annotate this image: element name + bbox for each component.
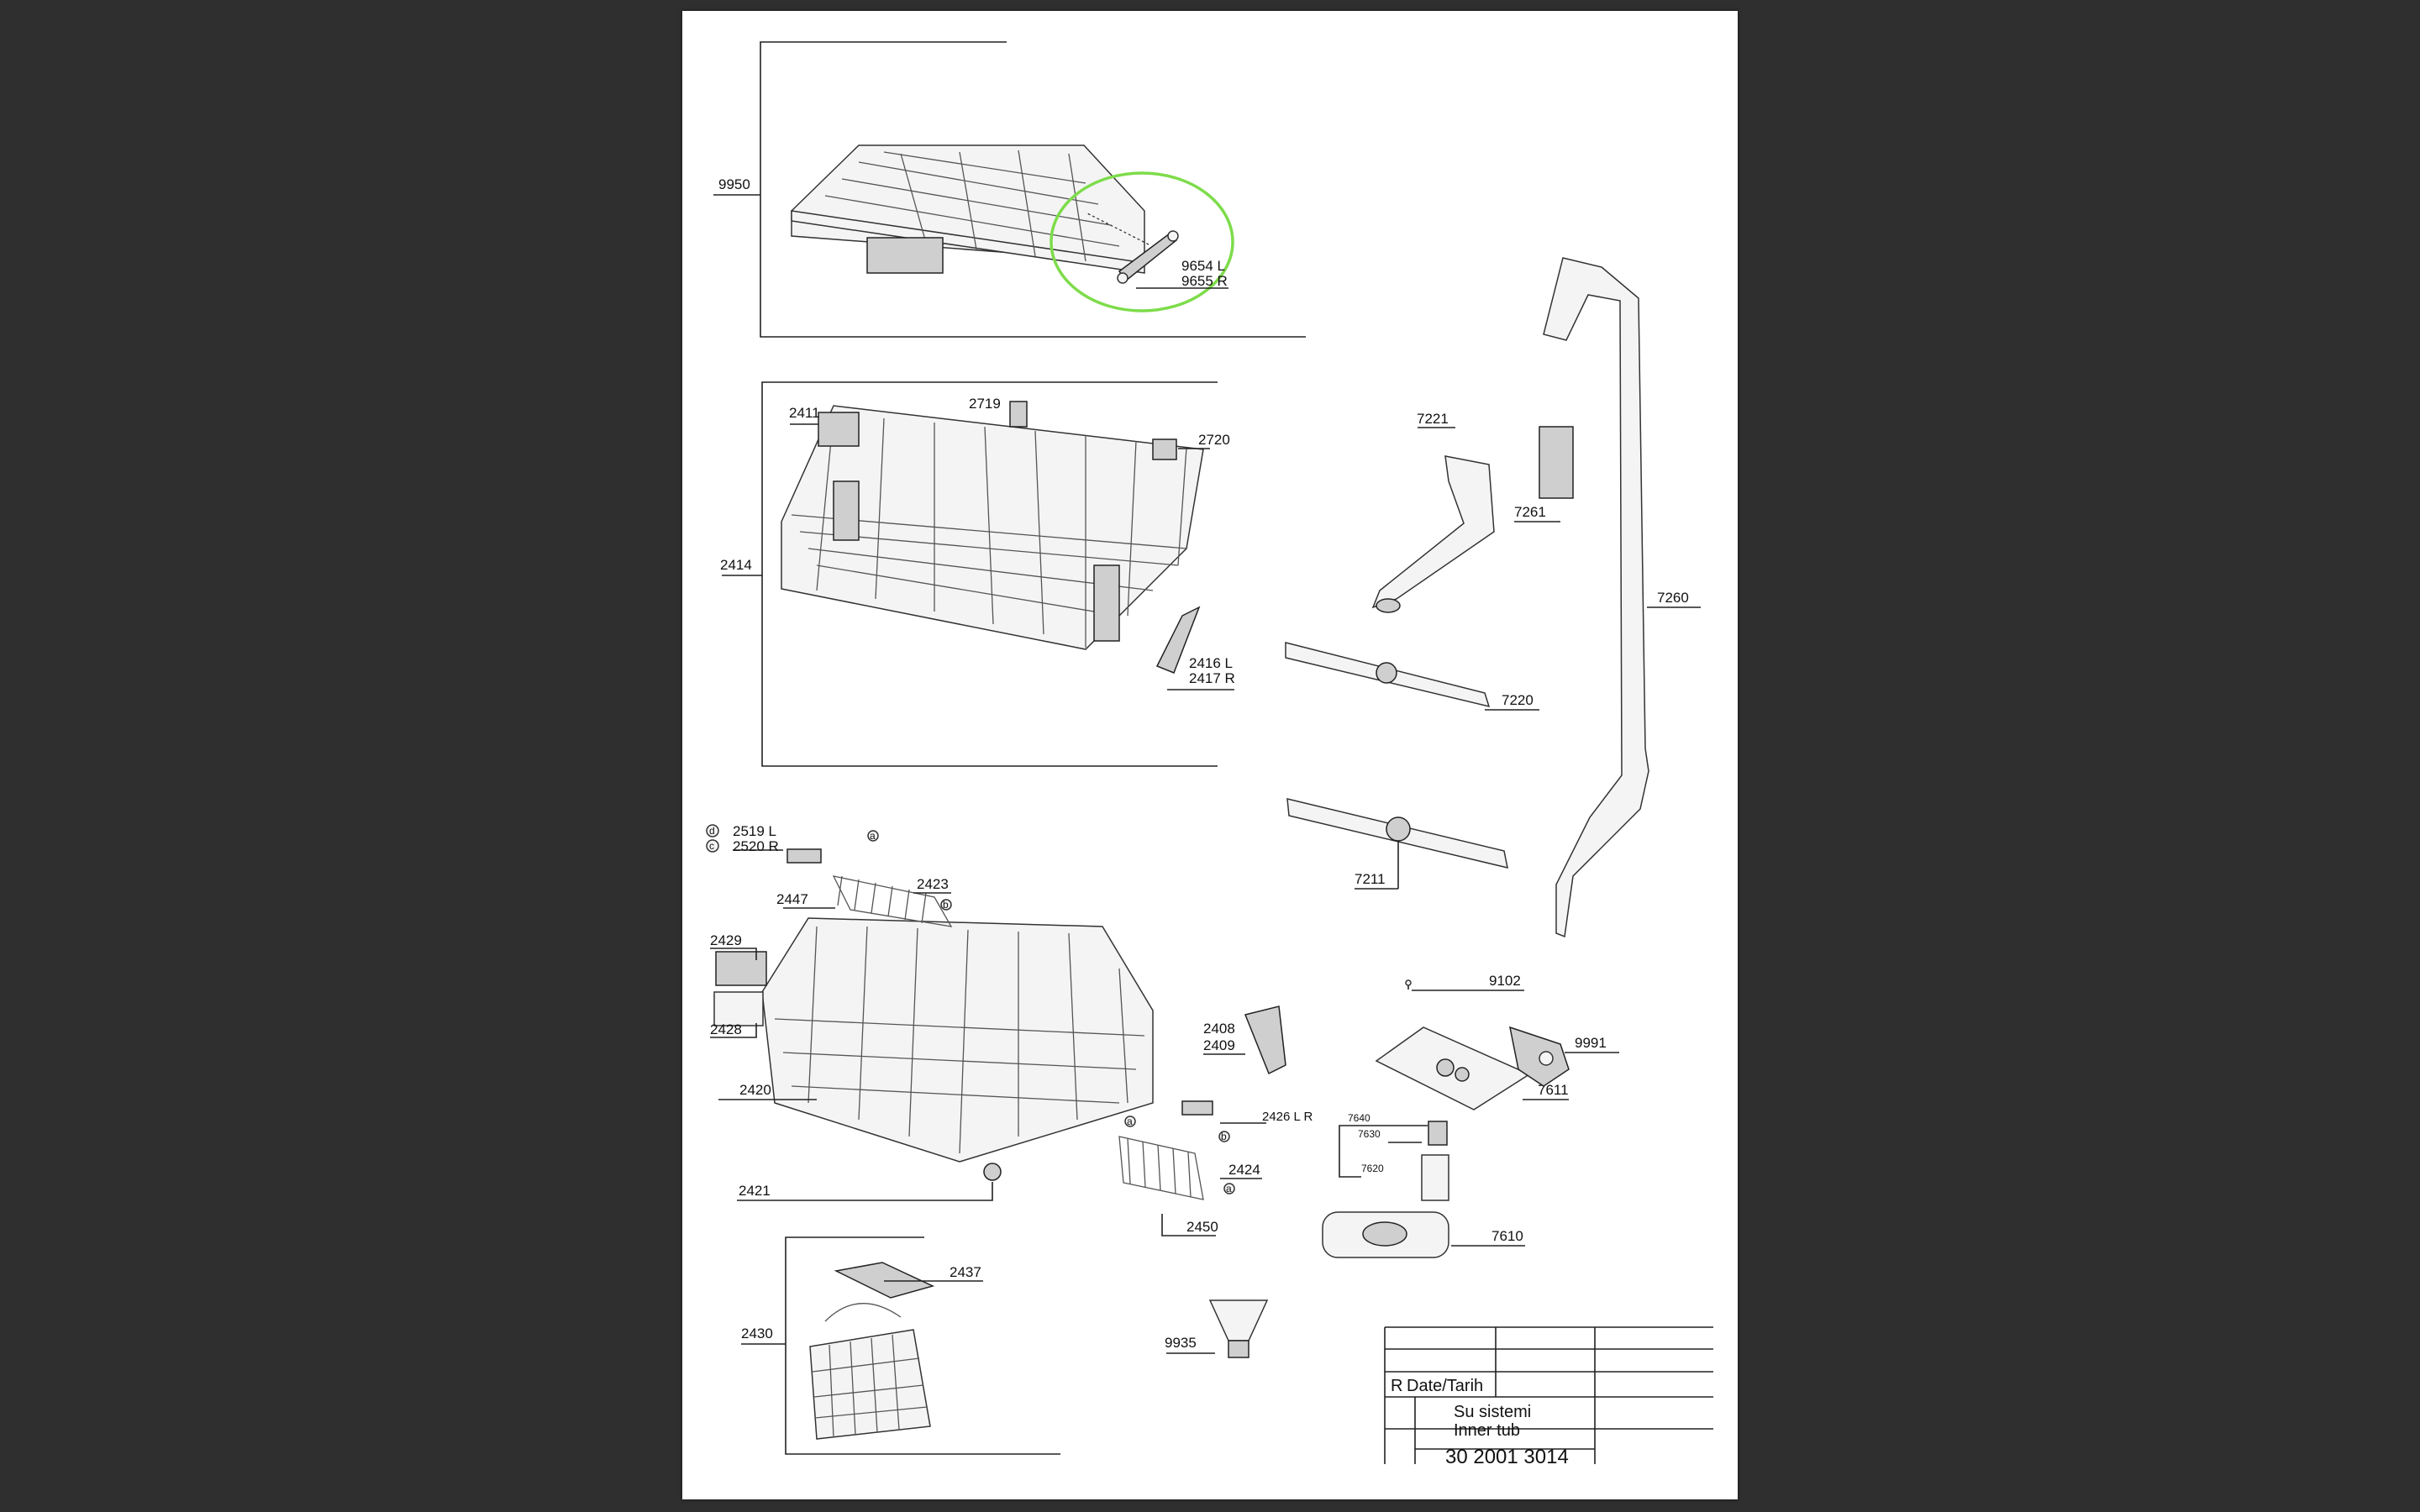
label-2421: 2421: [739, 1183, 771, 1199]
connector-7261: [1539, 426, 1574, 499]
clip-2426: [1181, 1100, 1213, 1116]
exploded-parts-diagram: 9950 9654 L 9655 R 2411 2719: [706, 41, 1713, 1468]
label-9991: 9991: [1575, 1035, 1607, 1051]
label-2409: 2409: [1203, 1037, 1235, 1053]
label-2408: 2408: [1203, 1021, 1235, 1037]
clip-2719: [1009, 401, 1028, 428]
label-9935: 9935: [1165, 1335, 1197, 1351]
drawing-sheet: [682, 11, 1738, 1499]
label-2447: 2447: [776, 891, 808, 907]
basket-lid-2437: [834, 1262, 935, 1299]
cutlery-basket-part: [809, 1303, 931, 1440]
label-2428: 2428: [710, 1021, 742, 1037]
label-9102: 9102: [1489, 973, 1521, 989]
cutlery-tray-part: [791, 144, 1145, 274]
label-2430: 2430: [741, 1326, 773, 1341]
tine-rack-2424: [1118, 1136, 1204, 1200]
title-block: R Date/Tarih Su sistemi Inner tub 30 200…: [1384, 1326, 1713, 1468]
section-upper-basket: 2411 2719 2720 2414 2416 L 2417 R: [720, 381, 1235, 767]
label-2411: 2411: [789, 405, 820, 421]
section-filter: 9102 7611 9991 7640 7630 7620 7610: [1322, 973, 1619, 1258]
callout-b-1: b: [943, 899, 949, 911]
label-2720: 2720: [1198, 432, 1230, 448]
bracket-2408: [1244, 1005, 1286, 1075]
clip-2720: [1152, 438, 1177, 460]
section-water-system: 7260 7261 7221 7220 7211: [1285, 257, 1701, 938]
label-7610: 7610: [1491, 1228, 1523, 1244]
tray-rail-part: [1117, 230, 1179, 284]
label-7611: 7611: [1538, 1082, 1569, 1098]
callout-c: c: [709, 840, 714, 852]
highlight-circle: [1050, 171, 1234, 312]
funnel-9935: [1208, 1299, 1269, 1341]
label-2417: 2417 R: [1189, 670, 1235, 686]
label-7620: 7620: [1361, 1163, 1384, 1174]
label-2719: 2719: [969, 396, 1001, 412]
label-2426: 2426 L R: [1262, 1110, 1313, 1124]
callout-a-2: a: [1127, 1116, 1133, 1127]
label-7260: 7260: [1657, 590, 1689, 606]
title-desc-en: Inner tub: [1454, 1421, 1520, 1440]
section-top-tray: 9950 9654 L 9655 R: [713, 41, 1306, 338]
wheel-2421: [983, 1163, 1002, 1181]
label-7261: 7261: [1514, 504, 1546, 520]
label-2423: 2423: [917, 876, 949, 892]
callout-a-1: a: [870, 830, 876, 842]
pipe-7260: [1543, 257, 1649, 938]
label-2420: 2420: [739, 1082, 771, 1098]
label-9950: 9950: [718, 176, 750, 192]
label-2414: 2414: [720, 557, 752, 573]
filter-7620: [1421, 1154, 1449, 1201]
label-7221: 7221: [1417, 411, 1449, 427]
label-2519: 2519 L: [733, 823, 776, 839]
tine-rack-2447: [832, 875, 953, 927]
label-2424: 2424: [1228, 1162, 1260, 1178]
callout-d: d: [709, 825, 715, 837]
lower-basket-part: [761, 917, 1154, 1163]
spray-pipe-7221: [1371, 455, 1495, 609]
title-drawing-number: 30 2001 3014: [1445, 1446, 1569, 1468]
label-9654: 9654 L: [1181, 258, 1225, 274]
rail-2416: [1155, 606, 1201, 674]
label-7640: 7640: [1348, 1112, 1370, 1124]
title-rev-label: R: [1391, 1377, 1402, 1395]
label-2450: 2450: [1186, 1219, 1218, 1235]
title-desc-tr: Su sistemi: [1454, 1403, 1531, 1421]
label-2520: 2520 R: [733, 838, 779, 854]
label-7630: 7630: [1358, 1128, 1381, 1140]
callout-a-3: a: [1226, 1183, 1232, 1194]
filter-7630: [1428, 1121, 1448, 1146]
label-2437: 2437: [950, 1264, 981, 1280]
label-2416: 2416 L: [1189, 655, 1233, 671]
upper-basket-part: [781, 405, 1204, 650]
label-7220: 7220: [1502, 692, 1534, 708]
cover-2428: [713, 991, 764, 1026]
title-date-label: Date/Tarih: [1407, 1377, 1483, 1395]
holder-2429: [715, 951, 767, 986]
label-7211: 7211: [1355, 871, 1386, 887]
label-9655: 9655 R: [1181, 273, 1228, 289]
section-lower-basket: d c 2519 L 2520 R a b 2447 2423 2429 242…: [706, 823, 1313, 1236]
section-cutlery-basket: 2437 2430 9935: [741, 1236, 1269, 1455]
clip-2411: [818, 412, 860, 447]
label-2429: 2429: [710, 932, 742, 948]
callout-b-2: b: [1221, 1131, 1227, 1142]
clip-2519: [786, 848, 822, 864]
